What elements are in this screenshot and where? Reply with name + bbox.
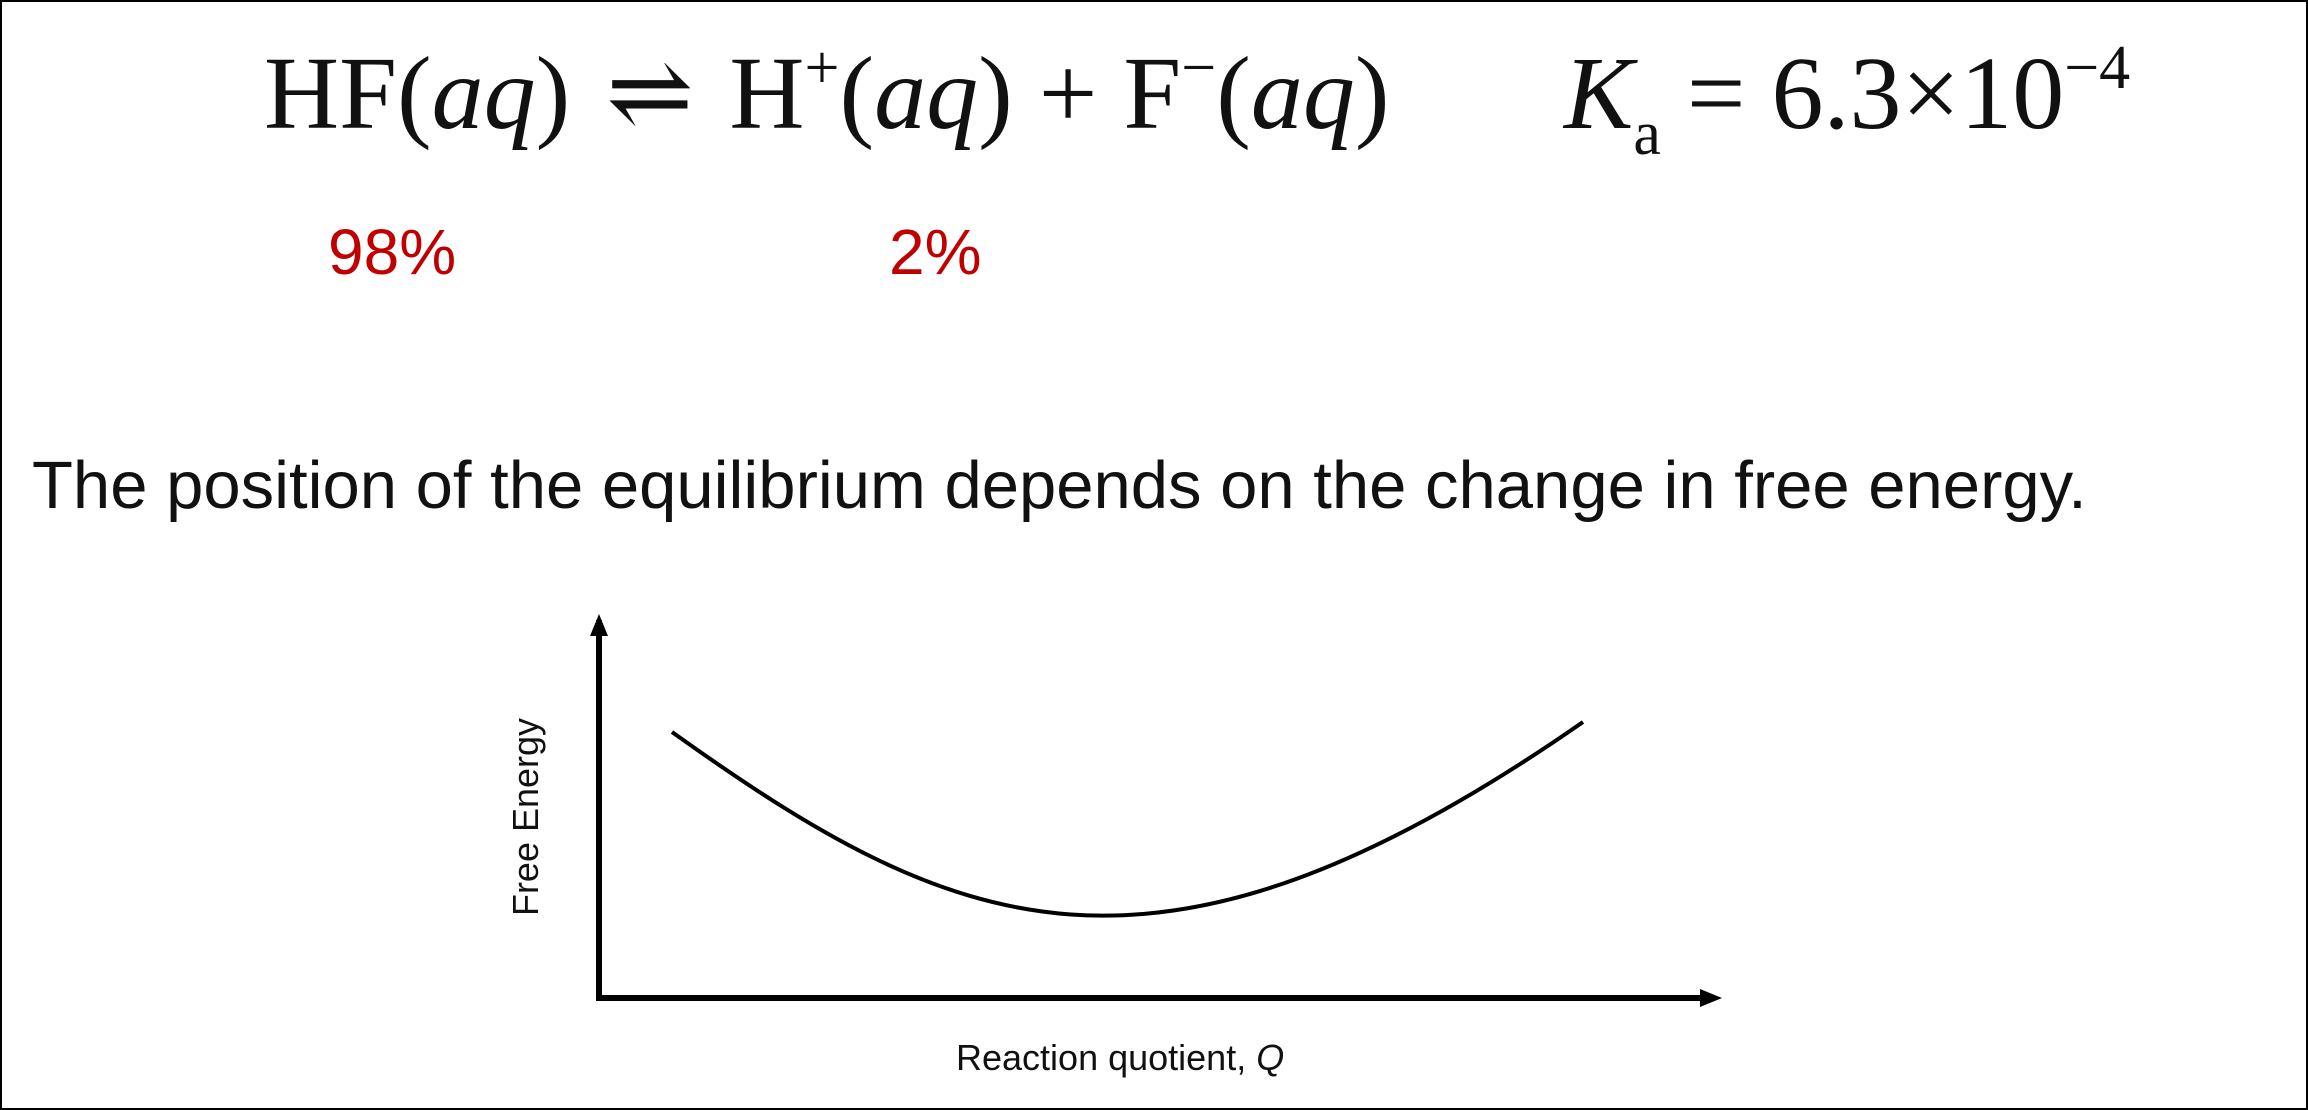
ka-symbol: K (1564, 36, 1634, 151)
y-axis-arrowhead (590, 614, 608, 636)
x-axis-label: Reaction quotient, Q (956, 1037, 1285, 1078)
ka-subscript: a (1633, 100, 1661, 168)
ka-expression: Ka = 6.3×10−4 (1564, 32, 2131, 168)
ka-exponent: −4 (2064, 34, 2131, 102)
statement-text: The position of the equilibrium depends … (32, 448, 2087, 523)
free-energy-curve (670, 720, 1585, 918)
product1-phase: (aq) (839, 36, 1013, 151)
reactant-formula: HF (264, 36, 397, 151)
x-axis-arrowhead (1700, 989, 1722, 1007)
ka-value: = 6.3×10 (1660, 36, 2065, 151)
reactant-percent: 98% (328, 216, 457, 288)
reactant-phase: (aq) (396, 36, 571, 151)
product2-charge: − (1181, 34, 1217, 102)
equilibrium-arrow: ⇌ (606, 36, 694, 151)
product1-charge: + (804, 34, 840, 102)
equilibrium-equation: HF(aq) ⇌ H+(aq) + F−(aq) (264, 32, 1389, 157)
product2-formula: F (1123, 36, 1182, 151)
product2-phase: (aq) (1216, 36, 1390, 151)
product1-formula: H (729, 36, 805, 151)
plus-sign: + (1038, 36, 1098, 151)
product-percent: 2% (889, 216, 982, 288)
free-energy-graph (590, 614, 1722, 1007)
